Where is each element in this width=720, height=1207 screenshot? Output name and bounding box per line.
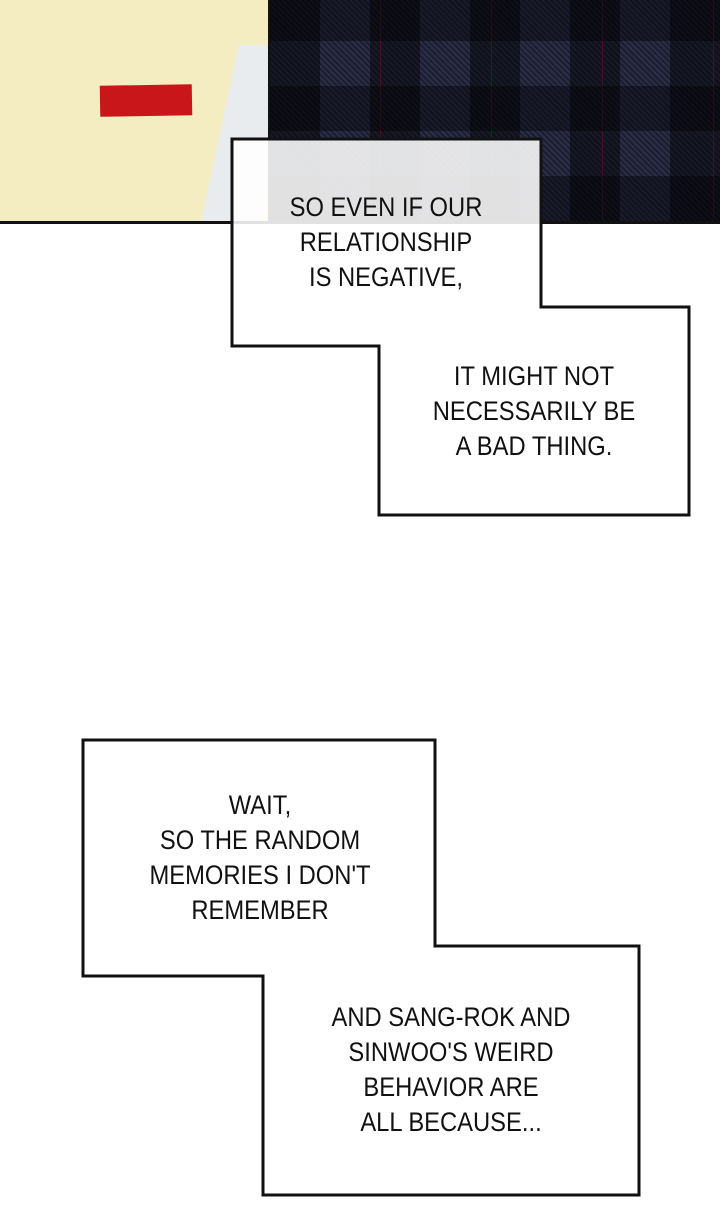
caption-line: WAIT, xyxy=(228,790,292,820)
caption-line: SINWOO'S WEIRD xyxy=(348,1037,554,1067)
caption-text-2: IT MIGHT NOT NECESSARILY BE A BAD THING. xyxy=(411,359,657,464)
caption-text-1: SO EVEN IF OUR RELATIONSHIP IS NEGATIVE, xyxy=(263,190,509,295)
caption-box-2 xyxy=(81,738,641,1197)
caption-line: IT MIGHT NOT xyxy=(453,361,615,391)
caption-line: SO EVEN IF OUR xyxy=(289,192,483,222)
caption-line: RELATIONSHIP xyxy=(299,227,473,257)
caption-line: AND SANG-ROK AND xyxy=(331,1002,571,1032)
caption-line: REMEMBER xyxy=(191,895,329,925)
caption-line: IS NEGATIVE, xyxy=(308,262,464,292)
caption-line: NECESSARILY BE xyxy=(432,396,636,426)
caption-text-4: AND SANG-ROK AND SINWOO'S WEIRD BEHAVIOR… xyxy=(310,1000,592,1140)
caption-box-1 xyxy=(230,137,691,517)
caption-line: A BAD THING. xyxy=(455,431,613,461)
caption-line: MEMORIES I DON'T xyxy=(149,860,371,890)
caption-line: ALL BECAUSE... xyxy=(360,1107,542,1137)
caption-text-3: WAIT, SO THE RANDOM MEMORIES I DON'T REM… xyxy=(128,788,392,928)
caption-line: SO THE RANDOM xyxy=(159,825,361,855)
caption-line: BEHAVIOR ARE xyxy=(363,1072,539,1102)
